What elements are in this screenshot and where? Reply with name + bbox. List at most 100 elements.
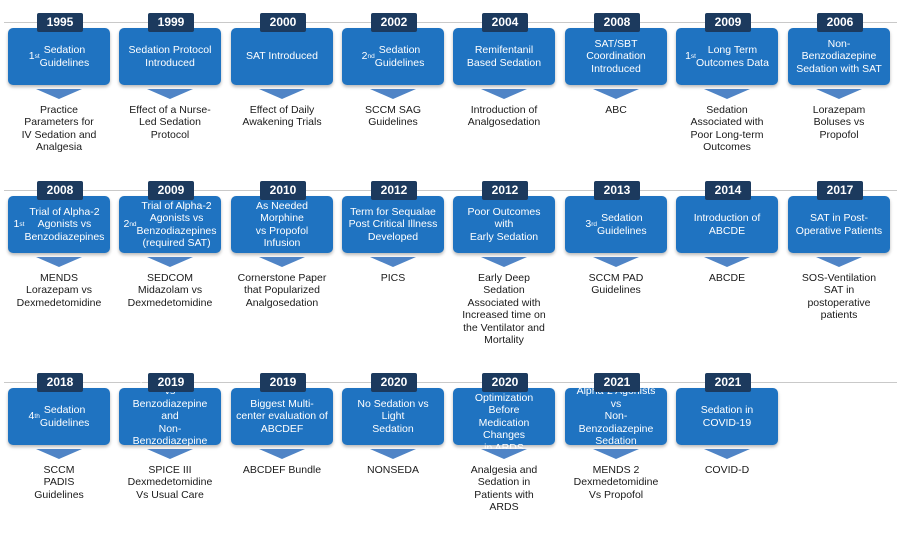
year-tag: 2006	[817, 13, 863, 32]
milestone-title: Remifentanil Based Sedation	[453, 28, 555, 85]
down-arrow-icon	[704, 257, 750, 267]
timeline-row-rule	[4, 22, 897, 23]
down-arrow-icon	[704, 449, 750, 459]
milestone-title: As Needed Morphine vs Propofol Infusion	[231, 196, 333, 253]
milestone-description: ABC	[605, 104, 627, 116]
milestone-description: SCCM PAD Guidelines	[588, 272, 644, 297]
milestone: Biggest Multi- center evaluation of ABCD…	[231, 373, 333, 543]
milestone-description: Cornerstone Paper that Popularized Analg…	[237, 272, 327, 309]
milestone-description: Practice Parameters for IV Sedation and …	[21, 104, 97, 154]
milestone-title: Term for Sequalae Post Critical Illness …	[342, 196, 444, 253]
milestone-title: Sedation in COVID-19	[676, 388, 778, 445]
milestone-title: SAT/SBT Coordination Introduced	[565, 28, 667, 85]
down-arrow-icon	[481, 257, 527, 267]
milestone-title: No Sedation vs Light Sedation	[342, 388, 444, 445]
milestone-title: SAT in Post- Operative Patients	[788, 196, 890, 253]
timeline-row-rule	[4, 382, 897, 383]
down-arrow-icon	[370, 89, 416, 99]
year-tag: 2014	[705, 181, 751, 200]
year-tag: 2004	[482, 13, 528, 32]
milestone-description: Early Deep Sedation Associated with Incr…	[462, 272, 546, 347]
milestone-description: PICS	[380, 272, 406, 284]
milestone-title: Biggest Multi- center evaluation of ABCD…	[231, 388, 333, 445]
milestone-description: ABCDE	[708, 272, 746, 284]
milestone: Term for Sequalae Post Critical Illness …	[342, 181, 444, 351]
milestone-title: Ventilator Optimization Before Medicatio…	[453, 379, 555, 454]
down-arrow-icon	[481, 89, 527, 99]
down-arrow-icon	[593, 89, 639, 99]
milestone-description: NONSEDA	[367, 464, 419, 476]
milestone-description: COVID-D	[704, 464, 750, 476]
milestone-title: Poor Outcomes with Early Sedation	[453, 196, 555, 253]
milestone-title: Alpha-2 Agonists vs Benzodiazepine and N…	[119, 373, 221, 460]
down-arrow-icon	[36, 257, 82, 267]
year-tag: 2020	[482, 373, 528, 392]
year-tag: 2008	[594, 13, 640, 32]
year-tag: 1995	[37, 13, 83, 32]
milestone-title: SAT Introduced	[231, 28, 333, 85]
down-arrow-icon	[36, 89, 82, 99]
year-tag: 2019	[148, 373, 194, 392]
year-tag: 2017	[817, 181, 863, 200]
milestone-title: Sedation Protocol Introduced	[119, 28, 221, 85]
year-tag: 2013	[594, 181, 640, 200]
milestone-description: Analgesia and Sedation in Patients with …	[470, 464, 538, 514]
milestone: Alpha-2 Agonists vs Non-Benzodiazepine S…	[565, 373, 667, 543]
timeline-row-rule	[4, 190, 897, 191]
down-arrow-icon	[147, 257, 193, 267]
down-arrow-icon	[370, 257, 416, 267]
milestone: Alpha-2 Agonists vs Benzodiazepine and N…	[119, 373, 221, 543]
milestone-description: Lorazepam Boluses vs Propofol	[812, 104, 866, 141]
year-tag: 2000	[260, 13, 306, 32]
down-arrow-icon	[816, 257, 862, 267]
milestone: Ventilator Optimization Before Medicatio…	[453, 373, 555, 543]
milestone-description: MENDS 2 Dexmedetomidine Vs Propofol	[573, 464, 659, 501]
down-arrow-icon	[147, 449, 193, 459]
year-tag: 2002	[371, 13, 417, 32]
year-tag: 2018	[37, 373, 83, 392]
year-tag: 2021	[594, 373, 640, 392]
year-tag: 2019	[260, 373, 306, 392]
milestone-description: ABCDEF Bundle	[242, 464, 322, 476]
down-arrow-icon	[147, 89, 193, 99]
year-tag: 2012	[371, 181, 417, 200]
year-tag: 2009	[148, 181, 194, 200]
year-tag: 2009	[705, 13, 751, 32]
year-tag: 2020	[371, 373, 417, 392]
milestone-description: MENDS Lorazepam vs Dexmedetomidine	[16, 272, 102, 309]
year-tag: 2008	[37, 181, 83, 200]
milestone-description: SCCM SAG Guidelines	[364, 104, 421, 129]
down-arrow-icon	[370, 449, 416, 459]
down-arrow-icon	[259, 89, 305, 99]
milestone-description: Sedation Associated with Poor Long-term …	[690, 104, 764, 154]
down-arrow-icon	[259, 257, 305, 267]
down-arrow-icon	[593, 449, 639, 459]
down-arrow-icon	[259, 449, 305, 459]
year-tag: 2012	[482, 181, 528, 200]
year-tag: 2021	[705, 373, 751, 392]
